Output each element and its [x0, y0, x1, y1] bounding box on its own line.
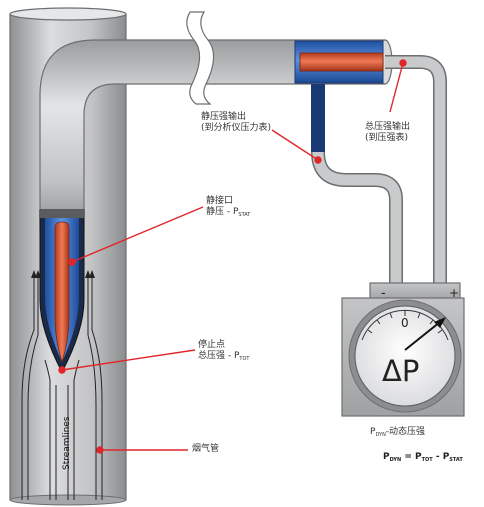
leader-lines — [58, 59, 407, 454]
static-output-subtitle: (到分析仪压力表) — [201, 123, 272, 133]
gauge-delta-p: ΔP — [382, 354, 419, 388]
total-output-title: 总压强输出 — [365, 122, 411, 132]
pitot-probe — [39, 209, 85, 374]
static-port-label: 静接口 静压 - PSTAT — [206, 196, 250, 219]
total-output-subtitle: (到压强表) — [365, 133, 409, 143]
gauge-minus-sign: - — [381, 286, 386, 301]
pipe-break-mark — [186, 11, 215, 105]
static-output-title: 静压强输出 — [201, 112, 247, 122]
streamlines-label: Streamlines — [62, 416, 72, 470]
dynamic-pressure-label: PDYN-动态压强 — [370, 427, 426, 438]
total-pressure-formula: 总压强 - PTOT — [198, 351, 250, 362]
static-output-label: 静压强输出 (到分析仪压力表) — [201, 112, 271, 134]
static-pressure-formula: 静压 - PSTAT — [206, 207, 251, 218]
static-pressure-tube — [311, 84, 403, 292]
streamlines — [21, 275, 103, 500]
total-output-label: 总压强输出 (到压强表) — [365, 122, 410, 144]
streamline-arrowheads — [31, 270, 95, 278]
dynamic-pressure-equation: PDYN = PTOT - PSTAT — [383, 452, 463, 463]
static-port-title: 静接口 — [206, 196, 234, 206]
needle-arrow-icon — [434, 317, 446, 328]
gauge-zero: 0 — [401, 316, 409, 330]
gauge-plus-sign: + — [449, 286, 459, 300]
differential-pressure-gauge — [341, 282, 465, 417]
internal-tube-cutaway — [294, 40, 384, 84]
stop-point-title: 停止点 — [198, 340, 226, 350]
stop-point-label: 停止点 总压强 - PTOT — [198, 340, 249, 363]
total-pressure-tube — [385, 55, 447, 292]
flue-pipe-label: 烟气管 — [192, 444, 220, 454]
